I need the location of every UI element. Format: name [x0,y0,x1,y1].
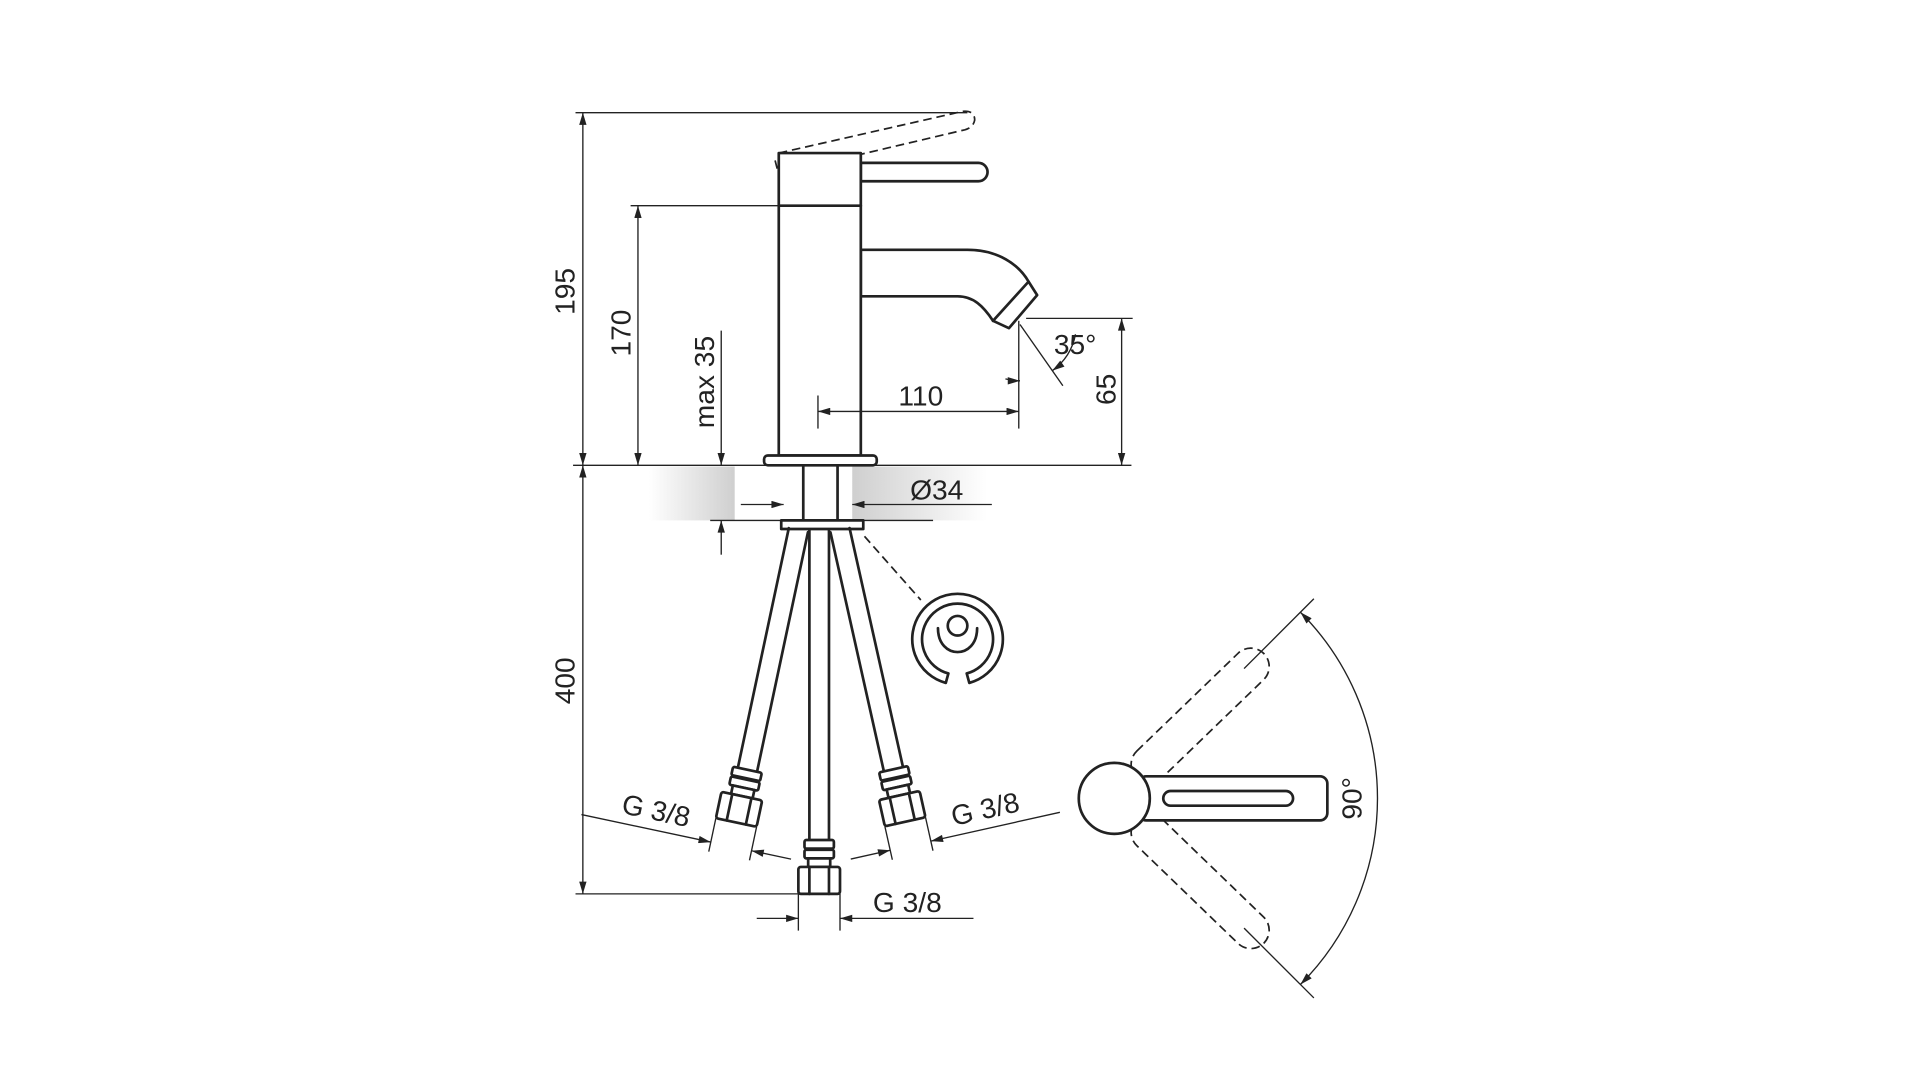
spout-reach-label: 110 [898,380,943,411]
fixing-clip-detail [863,535,1005,685]
lever-rotated-up-outline [1130,647,1271,784]
spout-aerator-line [991,280,1030,323]
dimension-thread-left: G 3/8 [581,788,792,861]
extension-lines [573,111,1133,895]
faucet-base [762,454,879,467]
faucet-spout [859,248,1039,330]
deck-thickness-label: max 35 [689,336,720,428]
clip-center-circle [946,614,969,637]
hose-length-label: 400 [549,657,580,704]
hose-right: G 3/8 [829,526,1061,860]
clip-leader-line [863,535,922,601]
hose-center [797,528,842,896]
dimension-thread-right: G 3/8 [850,787,1061,860]
handle-top-circle [1077,761,1152,836]
spout-height-label: 65 [1091,374,1122,405]
dimension-thread-center: G 3/8 [756,887,974,931]
faucet-lever [859,161,989,183]
lever-top-slot [1161,789,1295,808]
dimension-spout-angle: 35° [1005,324,1097,387]
thread-right-label: G 3/8 [948,787,1022,832]
lever-rotation-label: 90° [1337,777,1368,820]
dimension-lever-rotation: 90° [1243,598,1379,999]
lever-rotated-down-outline [1130,813,1271,950]
counter-section [648,463,987,522]
dimension-spout-height: 65 [1091,318,1126,466]
faucet-handle-cap [777,151,863,208]
faucet-side-view [762,110,1039,531]
counter-left-shading [648,466,735,521]
dimension-spout-reach: 110 [817,320,1020,429]
hose-center-nut [797,865,842,896]
counter-right-shading [852,466,987,521]
clip-inner-arc [936,626,979,654]
dimension-hole-diameter: Ø34 [740,475,992,509]
spout-angle-label: 35° [1054,329,1097,360]
mounting-washer [779,519,865,531]
dimension-deck-thickness: max 35 [689,330,725,555]
dimension-hose-length: 400 [549,465,587,894]
thread-left-label: G 3/8 [619,788,693,833]
overall-height-label: 195 [549,268,580,315]
dimension-overall-height: 195 [549,112,587,466]
hole-diameter-label: Ø34 [910,475,963,506]
thread-center-label: G 3/8 [873,887,942,918]
hose-left-nut [714,790,764,828]
clip-ring [910,592,1005,685]
body-height-label: 170 [606,310,637,357]
lever-top-view [1077,647,1329,950]
hose-left: G 3/8 [581,526,810,861]
hose-right-nut [878,790,927,828]
dimension-body-height: 170 [606,205,642,466]
faucet-body [777,204,863,457]
